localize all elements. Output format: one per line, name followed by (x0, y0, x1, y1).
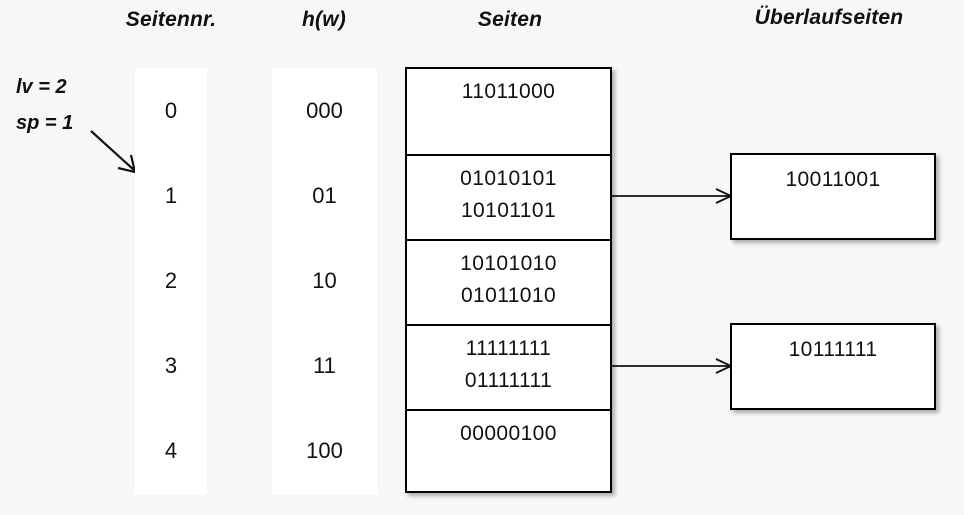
page-entry: 00000100 (460, 422, 557, 445)
page-entry: 11111111 (465, 337, 552, 360)
overflow-entry: 10011001 (785, 168, 881, 191)
page-row: 11111111 01111111 (407, 324, 610, 409)
page-number-cell: 0 (164, 97, 178, 123)
column-header-hw: h(w) (302, 8, 346, 31)
hash-value-cell: 01 (312, 182, 337, 208)
parameter-lv: lv = 2 (16, 76, 67, 98)
page-number-cell: 2 (164, 267, 178, 293)
directory-column-hash-values: 000 01 10 11 100 (272, 68, 377, 495)
column-header-seitennr: Seitennr. (125, 8, 217, 31)
page-entry: 01010101 (460, 167, 557, 190)
page-number-cell: 4 (164, 437, 178, 463)
page-number-cell: 3 (164, 352, 178, 378)
page-row: 10101010 01011010 (407, 239, 610, 324)
column-header-ueberlaufseiten: Überlaufseiten (754, 6, 904, 29)
overflow-entry: 10111111 (788, 338, 878, 361)
page-entry: 01111111 (464, 369, 553, 392)
page-number-cell: 1 (164, 182, 178, 208)
page-entry: 10101010 (460, 252, 557, 275)
page-entry: 10101101 (460, 199, 557, 222)
directory-column-page-numbers: 0 1 2 3 4 (135, 68, 207, 495)
pages-container: 11011000 01010101 10101101 10101010 0101… (405, 67, 612, 493)
overflow-page: 10011001 (730, 153, 936, 240)
page-entry: 11011000 (461, 80, 556, 103)
page-row: 11011000 (407, 69, 610, 154)
page-row: 01010101 10101101 (407, 154, 610, 239)
arrow-right-icon (612, 358, 734, 374)
hash-value-cell: 100 (306, 437, 343, 463)
hash-value-cell: 10 (312, 267, 337, 293)
overflow-page: 10111111 (730, 323, 936, 410)
hash-value-cell: 000 (306, 97, 343, 123)
column-header-seiten: Seiten (477, 8, 543, 31)
parameter-sp: sp = 1 (16, 112, 74, 134)
page-entry: 01011010 (460, 284, 557, 307)
hash-value-cell: 11 (313, 352, 336, 378)
arrow-right-icon (612, 188, 734, 204)
page-row: 00000100 (407, 409, 610, 491)
